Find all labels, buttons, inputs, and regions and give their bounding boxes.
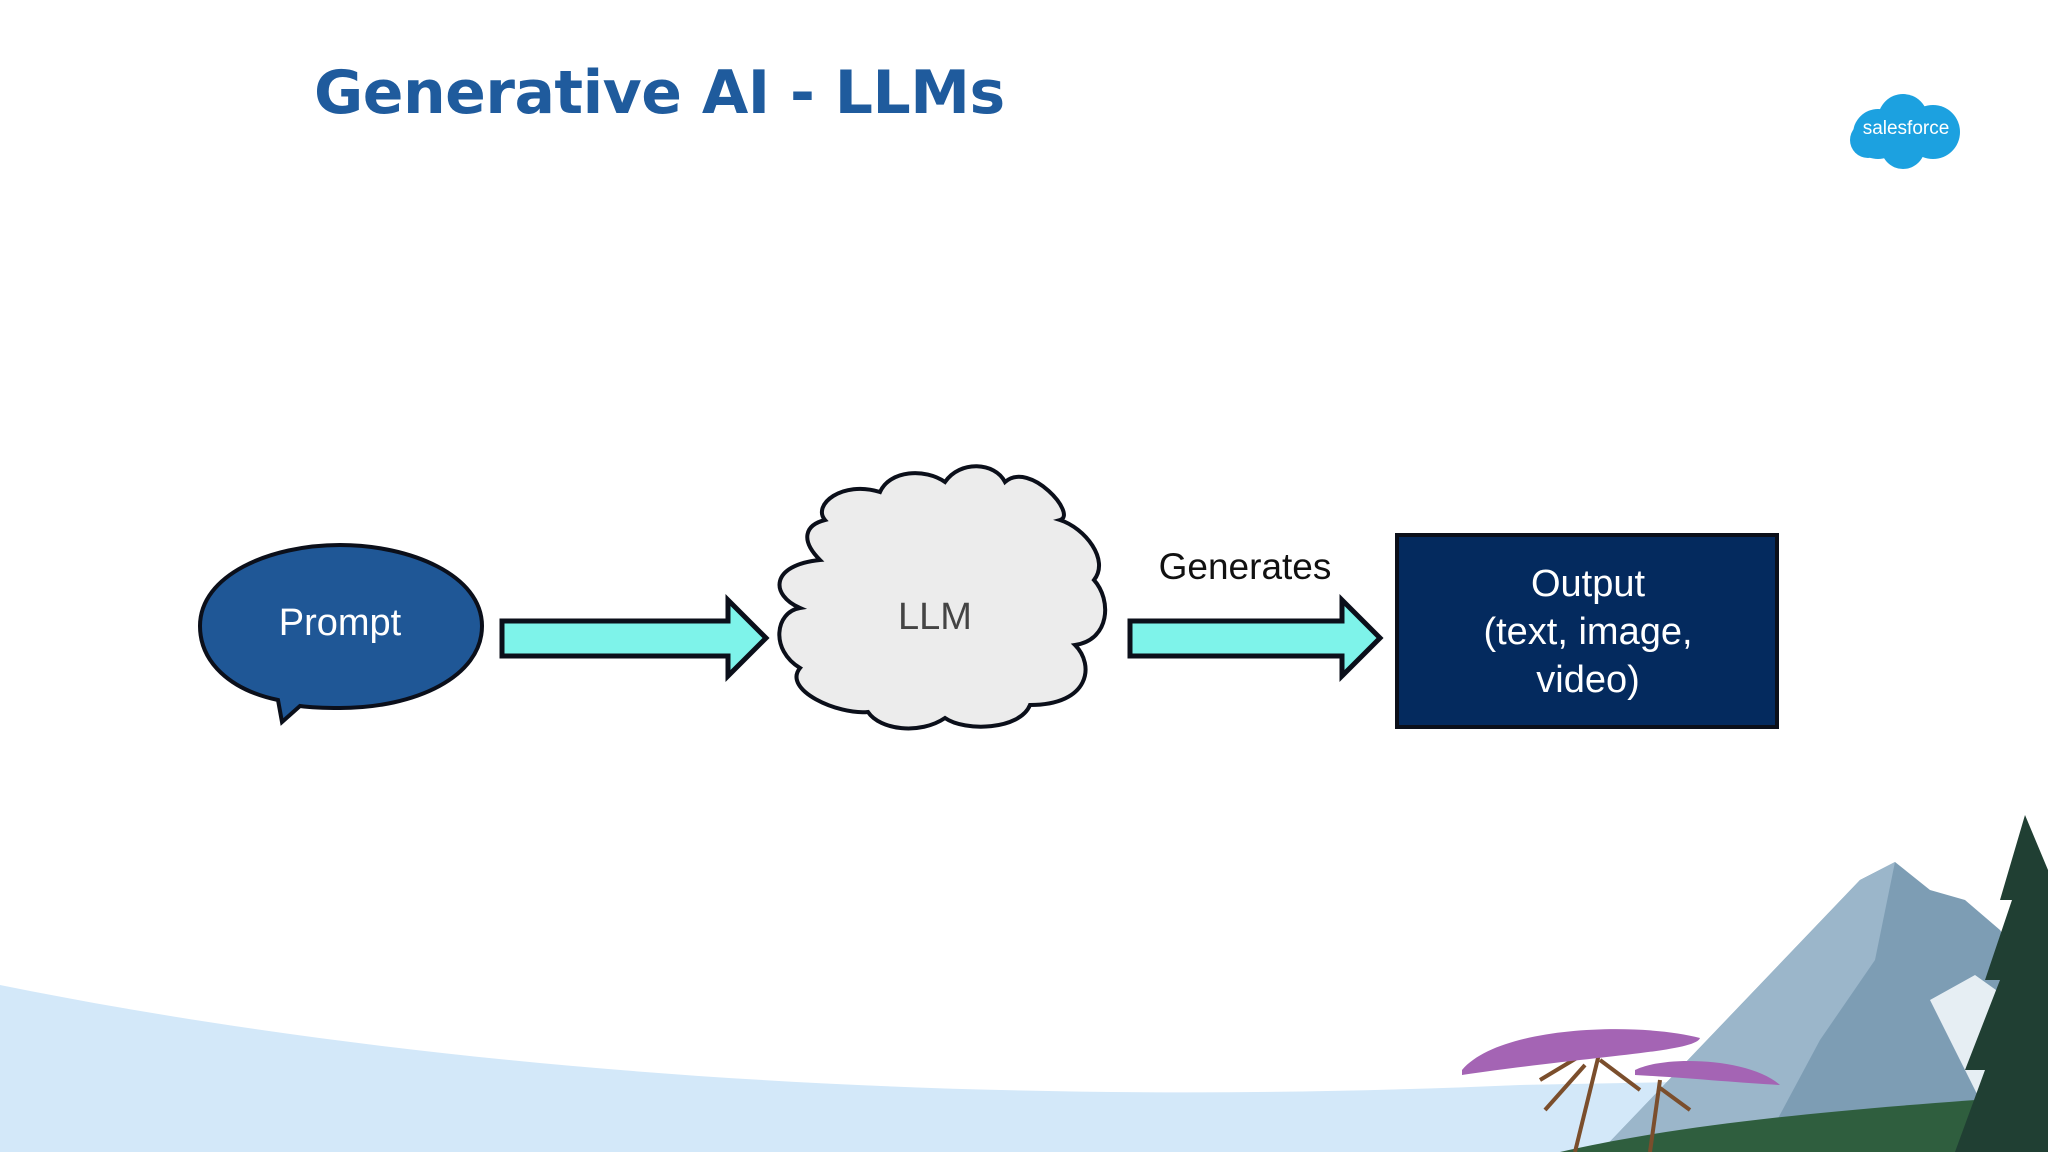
arrow-llm-to-output	[1127, 593, 1384, 683]
output-label: Output (text, image, video)	[1398, 560, 1778, 704]
output-node	[1395, 533, 1779, 729]
prompt-label: Prompt	[278, 602, 402, 644]
logo-text: salesforce	[1862, 118, 1950, 139]
output-label-line: Output	[1530, 563, 1646, 605]
llm-node	[777, 464, 1108, 731]
pine-tree	[1955, 815, 2048, 1152]
slide-title: Generative AI - LLMs	[314, 58, 1005, 128]
output-label-line: video)	[1536, 659, 1640, 701]
mountain-shadow	[1600, 862, 1895, 1152]
llm-label: LLM	[898, 596, 972, 638]
output-label-line: (text, image,	[1483, 611, 1693, 653]
arrow-prompt-to-llm	[499, 593, 770, 683]
cloud-logo-icon	[1850, 94, 1960, 169]
purple-trees	[1462, 1029, 1780, 1152]
green-hill	[1560, 1095, 2048, 1152]
generates-edge-label: Generates	[1158, 546, 1332, 587]
llm-cloud-shape	[777, 464, 1108, 731]
prompt-bubble-shape	[197, 542, 485, 726]
prompt-node	[197, 542, 485, 726]
ground-wave	[0, 985, 2048, 1152]
salesforce-logo: salesforce	[1848, 92, 1964, 172]
